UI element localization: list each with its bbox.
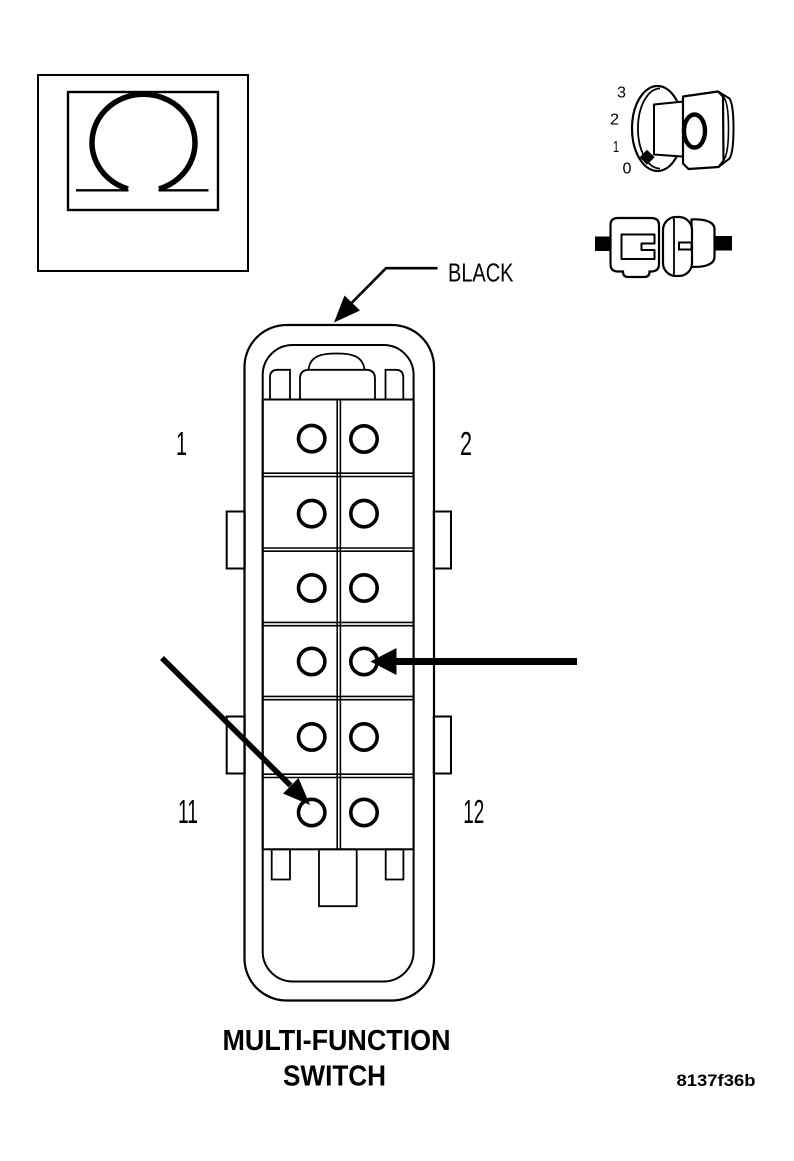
pin-circle-9 bbox=[296, 721, 327, 752]
pin-circle-3 bbox=[296, 498, 327, 529]
callout-leader-line bbox=[350, 266, 438, 304]
plate-rim-line bbox=[722, 95, 730, 162]
wire-color-label: BLACK bbox=[448, 258, 514, 288]
side-tab-left-upper bbox=[225, 510, 246, 570]
ohm-arc bbox=[89, 91, 198, 192]
dial-notch-outline bbox=[653, 100, 690, 158]
bottom-keying-features bbox=[270, 848, 405, 908]
diagram-title-line1: MULTI-FUNCTION bbox=[223, 1025, 451, 1057]
dial-rim bbox=[637, 87, 661, 170]
grid-row-dividers bbox=[262, 472, 414, 779]
horizontal-arrowhead-icon bbox=[370, 648, 397, 675]
pin-circle-7 bbox=[296, 646, 327, 677]
dial-position-3: 3 bbox=[617, 85, 626, 102]
rotary-switch-illustration: 3 2 1 0 bbox=[610, 84, 735, 178]
pin-label-2: 2 bbox=[460, 425, 472, 462]
pin-circle-2 bbox=[348, 423, 379, 454]
female-connector-body bbox=[690, 218, 716, 268]
male-connector-key-slot bbox=[620, 233, 656, 260]
left-wire-stub bbox=[595, 236, 611, 251]
diagonal-probe-arrow bbox=[160, 656, 310, 805]
ohm-symbol-icon bbox=[76, 91, 209, 192]
figure-code: 8137f36b bbox=[677, 1072, 756, 1090]
pin-terminals bbox=[296, 423, 379, 828]
dial-position-1: 1 bbox=[613, 139, 619, 156]
pin-circle-10 bbox=[348, 721, 379, 752]
pin-label-1: 1 bbox=[176, 425, 187, 462]
pin-cavity-grid bbox=[261, 398, 415, 851]
side-tab-left-lower bbox=[225, 715, 246, 775]
connector-pair-illustration bbox=[595, 215, 732, 279]
key-center-base bbox=[299, 368, 376, 400]
female-connector-slot bbox=[678, 241, 693, 251]
side-tab-right-lower bbox=[432, 715, 452, 775]
bottom-tab-center bbox=[318, 848, 358, 908]
ohmmeter-symbol-box bbox=[37, 74, 249, 272]
pin-label-12: 12 bbox=[463, 793, 484, 830]
horizontal-probe-arrow bbox=[370, 648, 577, 675]
dial-notch-fill bbox=[654, 101, 689, 157]
rotary-dial-icon bbox=[630, 84, 690, 173]
dial-position-2: 2 bbox=[610, 112, 619, 129]
diagonal-arrow-shaft bbox=[160, 656, 293, 788]
pin-circle-5 bbox=[296, 572, 327, 603]
callout-arrowhead-icon bbox=[334, 295, 360, 323]
plate-depth-edge bbox=[717, 90, 735, 168]
side-tab-right-upper bbox=[432, 510, 452, 570]
pin-circle-1 bbox=[296, 423, 327, 454]
diagram-title-line2: SWITCH bbox=[283, 1061, 386, 1093]
dial-position-0: 0 bbox=[623, 161, 632, 178]
pin-circle-4 bbox=[348, 498, 379, 529]
pin-circle-6 bbox=[348, 572, 379, 603]
pin-circle-12 bbox=[348, 797, 379, 828]
dial-pointer-marker bbox=[639, 149, 655, 165]
switch-plate-icon bbox=[681, 90, 735, 171]
male-connector-body bbox=[609, 216, 661, 279]
plate-key-slot bbox=[681, 112, 708, 150]
right-wire-stub bbox=[714, 236, 732, 251]
bottom-tab-left bbox=[270, 848, 291, 881]
key-center-dome bbox=[307, 352, 366, 370]
bottom-tab-right bbox=[384, 848, 405, 881]
black-wire-callout: BLACK bbox=[334, 258, 514, 323]
key-tab-left bbox=[269, 368, 291, 400]
top-keying-features bbox=[269, 352, 405, 400]
key-tab-right bbox=[384, 368, 405, 400]
pin-label-11: 11 bbox=[178, 793, 198, 830]
ohmmeter-outer-frame bbox=[37, 74, 249, 272]
pin-circle-11 bbox=[296, 797, 327, 828]
diagonal-arrowhead-icon bbox=[283, 778, 310, 805]
